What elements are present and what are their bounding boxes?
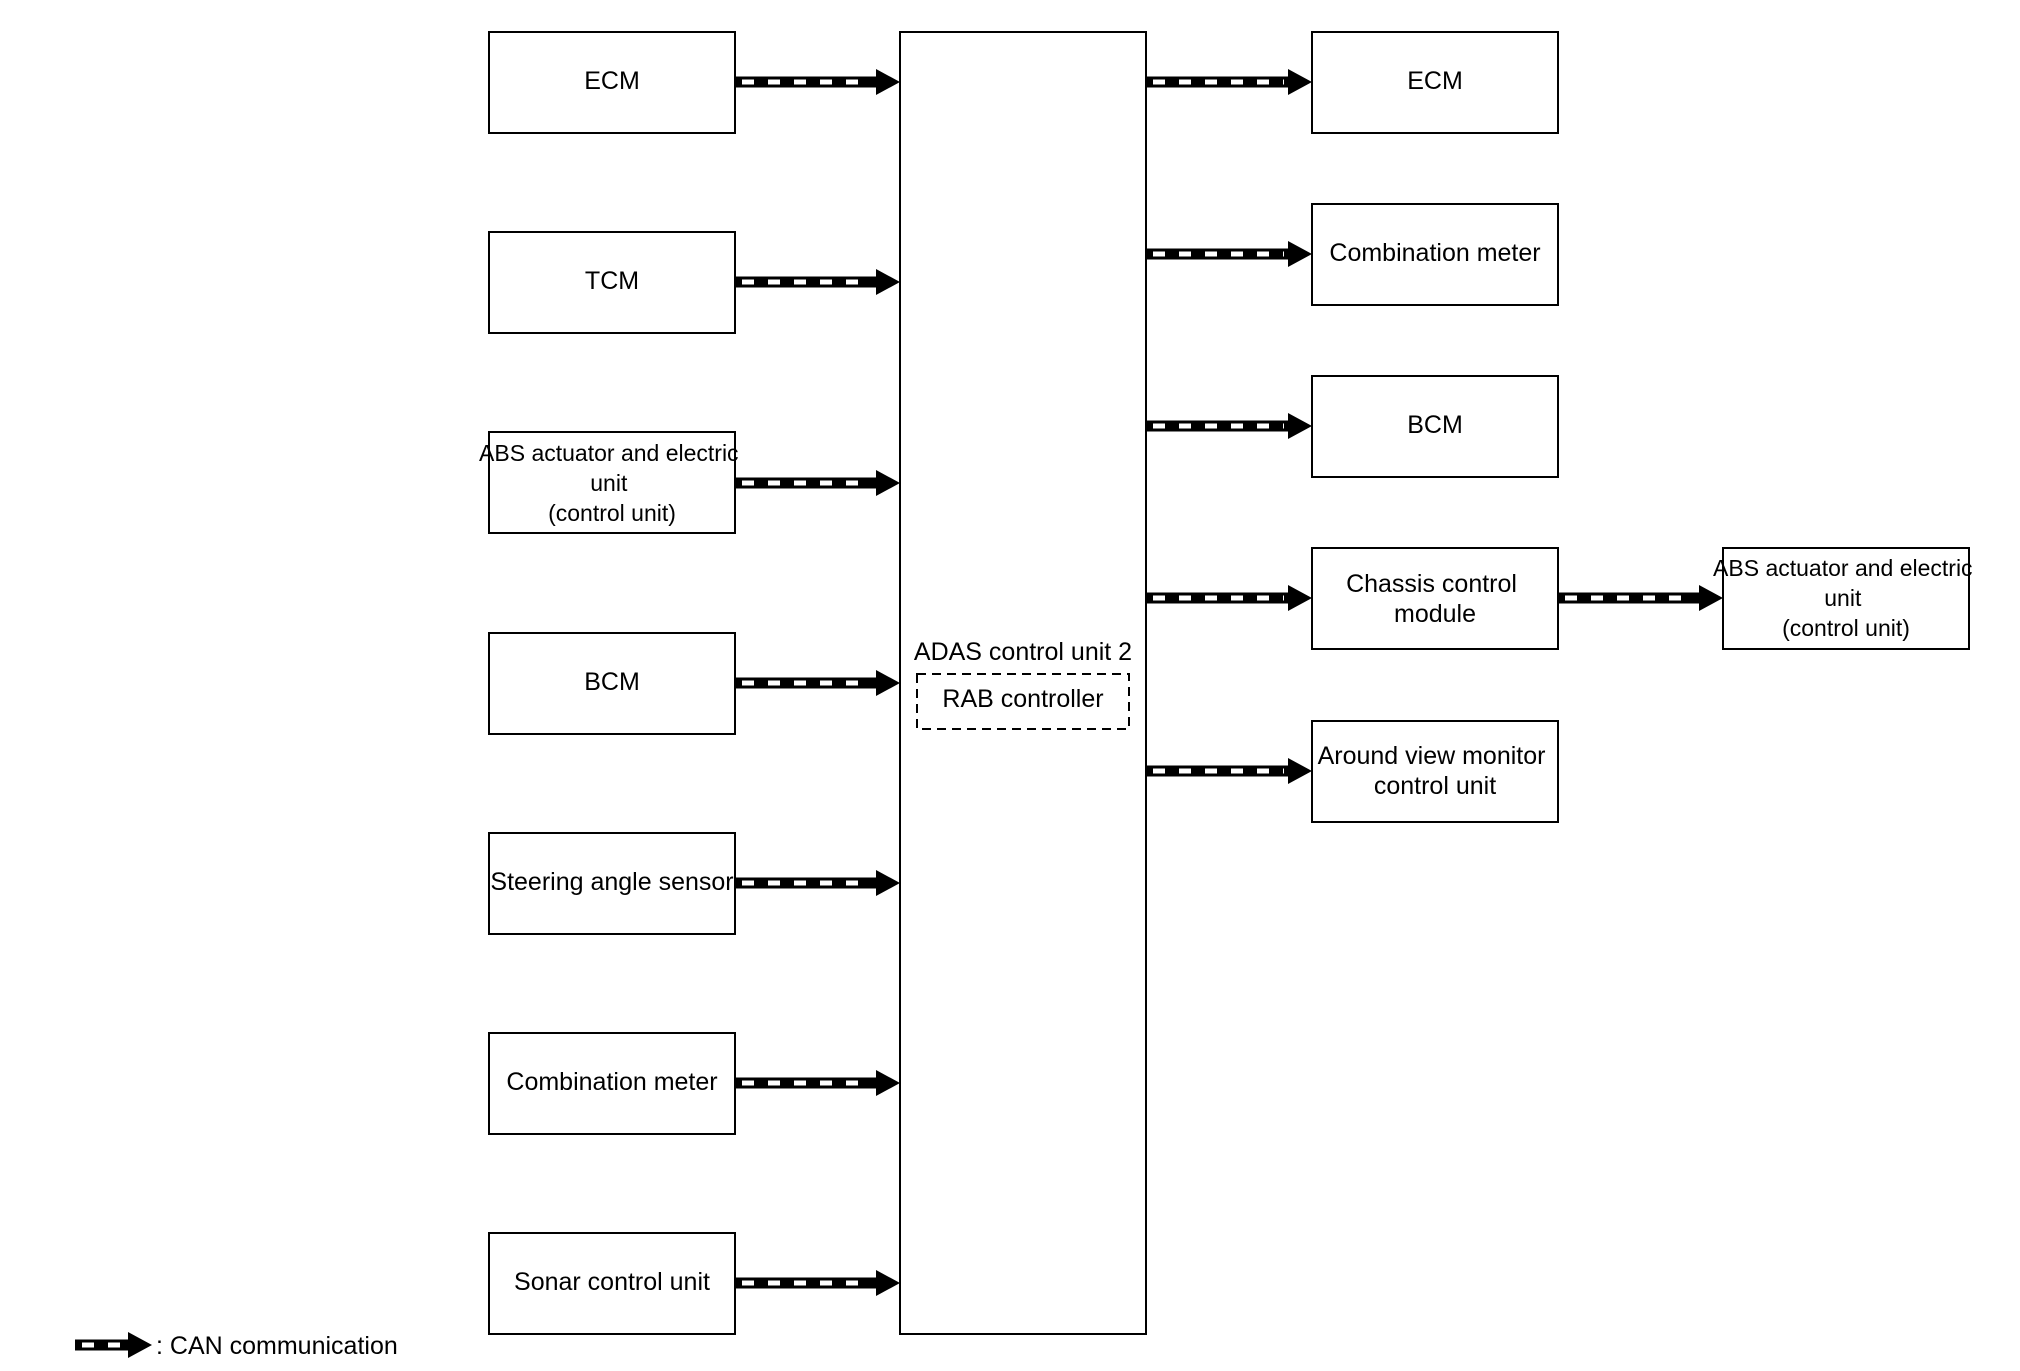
input-steering-angle-sensor: Steering angle sensor (488, 832, 736, 935)
chained-abs-actuator-label: ABS actuator and electric unit (control … (1713, 555, 1979, 641)
adas-control-unit-2: ADAS control unit 2 RAB controller (899, 31, 1147, 1335)
input-ecm: ECM (488, 31, 736, 134)
can-arrow-abs-in (735, 470, 900, 496)
input-tcm-label: TCM (585, 267, 639, 295)
output-bcm-label: BCM (1407, 411, 1463, 439)
input-abs-actuator-label: ABS actuator and electric unit (control … (479, 440, 745, 526)
rab-controller-label: RAB controller (942, 685, 1103, 713)
input-combination-meter-label: Combination meter (506, 1068, 717, 1096)
output-bcm: BCM (1311, 375, 1559, 478)
can-arrow-steering-in (735, 870, 900, 896)
output-chassis-control-module-label: Chassis control module (1346, 570, 1524, 628)
output-chassis-control-module: Chassis control module (1311, 547, 1559, 650)
input-bcm: BCM (488, 632, 736, 735)
can-arrow-chassis-to-abs (1558, 585, 1723, 611)
output-around-view-monitor: Around view monitor control unit (1311, 720, 1559, 823)
output-combination-meter-label: Combination meter (1329, 239, 1540, 267)
input-bcm-label: BCM (584, 668, 640, 696)
can-arrow-around-view-out (1146, 758, 1312, 784)
legend: : CAN communication (75, 1332, 398, 1360)
can-arrow-ecm-out (1146, 69, 1312, 95)
legend-label: : CAN communication (156, 1332, 398, 1360)
input-sonar-control-unit: Sonar control unit (488, 1232, 736, 1335)
chained-abs-actuator: ABS actuator and electric unit (control … (1713, 547, 1979, 650)
can-arrow-tcm-in (735, 269, 900, 295)
input-sonar-control-unit-label: Sonar control unit (514, 1268, 710, 1296)
output-ecm-label: ECM (1407, 67, 1463, 95)
can-arrow-sonar-in (735, 1270, 900, 1296)
output-around-view-monitor-label: Around view monitor control unit (1318, 742, 1553, 800)
can-arrow-chassis-out (1146, 585, 1312, 611)
can-arrow-combination-meter-in (735, 1070, 900, 1096)
can-arrow-ecm-in (735, 69, 900, 95)
can-arrow-bcm-in (735, 670, 900, 696)
legend-can-arrow-icon (75, 1332, 152, 1358)
output-combination-meter: Combination meter (1311, 203, 1559, 306)
input-steering-angle-sensor-label: Steering angle sensor (490, 868, 733, 896)
rab-controller: RAB controller (916, 673, 1130, 730)
input-combination-meter: Combination meter (488, 1032, 736, 1135)
can-arrow-combination-meter-out (1146, 241, 1312, 267)
input-abs-actuator: ABS actuator and electric unit (control … (479, 431, 745, 534)
output-ecm: ECM (1311, 31, 1559, 134)
center-title: ADAS control unit 2 (914, 638, 1132, 666)
can-arrow-bcm-out (1146, 413, 1312, 439)
input-tcm: TCM (488, 231, 736, 334)
input-ecm-label: ECM (584, 67, 640, 95)
